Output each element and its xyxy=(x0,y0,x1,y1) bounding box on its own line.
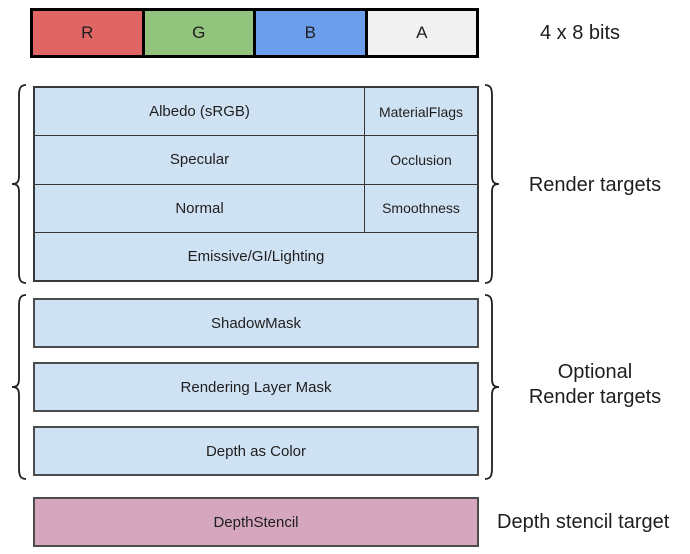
optional-label-line1: Optional xyxy=(557,361,633,383)
optional-box-depth-as-color: Depth as Color xyxy=(33,426,479,476)
table-row: Emissive/GI/Lighting xyxy=(35,231,477,280)
bits-caption: 4 x 8 bits xyxy=(540,22,621,44)
channel-cell-b: B xyxy=(253,11,365,55)
cell-emissive: Emissive/GI/Lighting xyxy=(187,247,325,265)
depth-stencil-box: DepthStencil xyxy=(33,497,479,547)
bits-bar: R G B A xyxy=(30,8,479,58)
cell-occlusion: Occlusion xyxy=(364,136,477,184)
cell-specular: Specular xyxy=(169,151,230,169)
depth-stencil-caption: Depth stencil target xyxy=(497,511,670,533)
cell-normal: Normal xyxy=(175,199,224,217)
optional-box-rendering-layer-mask: Rendering Layer Mask xyxy=(33,362,479,412)
table-row: Normal Smoothness xyxy=(35,183,477,232)
table-row: Albedo (sRGB) MaterialFlags xyxy=(35,88,477,136)
optional-box-shadowmask: ShadowMask xyxy=(33,298,479,348)
cell-materialflags: MaterialFlags xyxy=(364,88,477,136)
render-targets-table: Albedo (sRGB) MaterialFlags Specular Occ… xyxy=(33,86,479,282)
optional-render-targets-label: Optional Render targets xyxy=(505,360,685,410)
channel-cell-g: G xyxy=(141,11,253,55)
curly-brace-left-icon xyxy=(9,294,29,480)
channel-cell-r: R xyxy=(33,11,142,55)
table-row: Specular Occlusion xyxy=(35,135,477,184)
curly-brace-right-icon xyxy=(482,84,502,284)
channel-cell-a: A xyxy=(364,11,476,55)
cell-albedo: Albedo (sRGB) xyxy=(149,103,250,121)
optional-label-line2: Render targets xyxy=(528,386,662,408)
curly-brace-right-icon xyxy=(482,294,502,480)
curly-brace-left-icon xyxy=(9,84,29,284)
cell-smoothness: Smoothness xyxy=(364,184,477,232)
render-targets-label: Render targets xyxy=(528,174,662,196)
